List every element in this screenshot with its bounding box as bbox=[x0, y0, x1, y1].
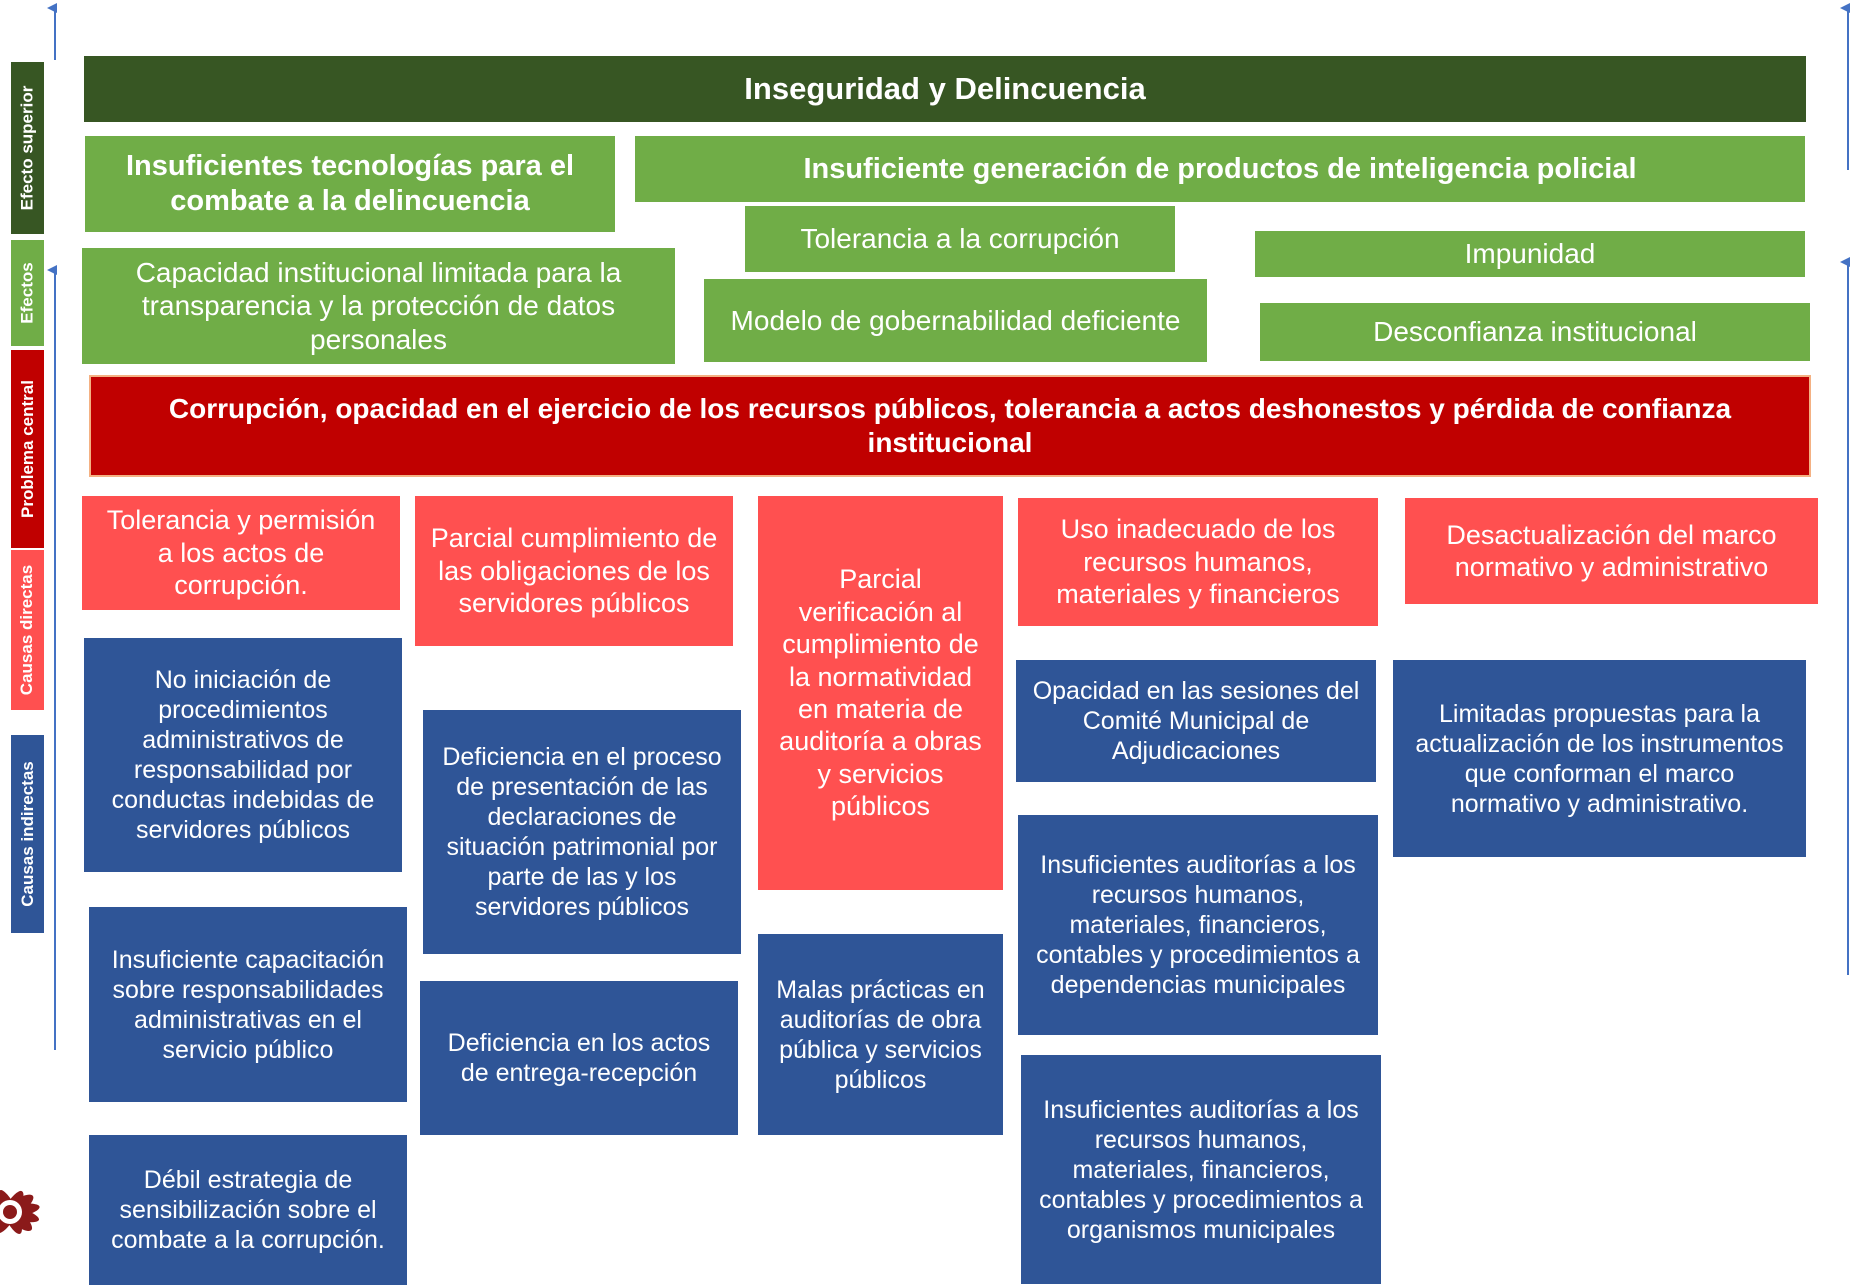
problema-central-box: Corrupción, opacidad en el ejercicio de … bbox=[89, 375, 1811, 477]
side-label-efectos: Efectos bbox=[11, 240, 44, 346]
causa-directa-1: Tolerancia y permisión a los actos de co… bbox=[82, 496, 400, 610]
side-label-problema-central: Problema central bbox=[11, 350, 44, 548]
causa-indirecta-4-1: Opacidad en las sesiones del Comité Muni… bbox=[1016, 660, 1376, 782]
causa-directa-4: Uso inadecuado de los recursos humanos, … bbox=[1018, 498, 1378, 626]
efecto-desconfianza: Desconfianza institucional bbox=[1260, 303, 1810, 361]
causa-indirecta-1-1: No iniciación de procedimientos administ… bbox=[84, 638, 402, 872]
efecto-tecnologias: Insuficientes tecnologías para el combat… bbox=[85, 136, 615, 232]
side-label-causas-indirectas: Causas indirectas bbox=[11, 735, 44, 933]
efecto-tolerancia: Tolerancia a la corrupción bbox=[745, 206, 1175, 272]
efecto-superior-box: Inseguridad y Delincuencia bbox=[84, 56, 1806, 122]
side-label-efecto-superior: Efecto superior bbox=[11, 62, 44, 234]
efecto-impunidad: Impunidad bbox=[1255, 231, 1805, 277]
flower-logo-icon bbox=[0, 1190, 40, 1234]
causa-indirecta-1-3: Débil estrategia de sensibilización sobr… bbox=[89, 1135, 407, 1285]
efecto-gobernabilidad: Modelo de gobernabilidad deficiente bbox=[704, 279, 1207, 362]
causa-directa-5: Desactualización del marco normativo y a… bbox=[1405, 498, 1818, 604]
causa-indirecta-1-2: Insuficiente capacitación sobre responsa… bbox=[89, 907, 407, 1102]
causa-directa-3: Parcial verificación al cumplimiento de … bbox=[758, 496, 1003, 890]
causa-directa-2: Parcial cumplimiento de las obligaciones… bbox=[415, 496, 733, 646]
efecto-inteligencia: Insuficiente generación de productos de … bbox=[635, 136, 1805, 202]
causa-indirecta-2-1: Deficiencia en el proceso de presentació… bbox=[423, 710, 741, 954]
causa-indirecta-2-2: Deficiencia en los actos de entrega-rece… bbox=[420, 981, 738, 1135]
causa-indirecta-4-2: Insuficientes auditorías a los recursos … bbox=[1018, 815, 1378, 1035]
causa-indirecta-5-1: Limitadas propuestas para la actualizaci… bbox=[1393, 660, 1806, 857]
causa-indirecta-4-3: Insuficientes auditorías a los recursos … bbox=[1021, 1055, 1381, 1284]
causa-indirecta-3-1: Malas prácticas en auditorías de obra pú… bbox=[758, 934, 1003, 1135]
efecto-capacidad: Capacidad institucional limitada para la… bbox=[82, 248, 675, 364]
side-label-causas-directas: Causas directas bbox=[11, 550, 44, 710]
